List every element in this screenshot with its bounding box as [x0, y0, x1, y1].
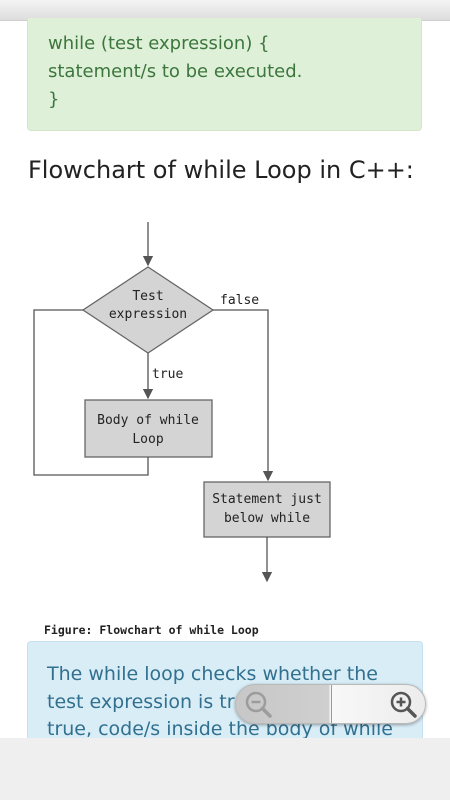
statement-label: below while — [224, 511, 310, 526]
loop-body-box — [84, 399, 213, 458]
zoom-out-icon — [245, 691, 272, 718]
section-heading: Flowchart of while Loop in C++: — [28, 156, 414, 184]
statement-label: Statement just — [212, 492, 322, 507]
zoom-in-icon — [390, 691, 417, 718]
loop-back-line — [33, 309, 149, 476]
statement-box — [203, 481, 331, 538]
code-line: while (test expression) { — [48, 33, 270, 54]
body-label: Body of while — [97, 413, 199, 428]
decision-label: Test — [132, 289, 163, 304]
false-branch-line — [213, 309, 274, 482]
code-block: while (test expression) { statement/s to… — [27, 18, 422, 131]
body-label: Loop — [132, 432, 163, 447]
flowchart-figure: Test expression false true Body of while… — [30, 210, 340, 642]
code-line: statement/s to be executed. — [48, 61, 303, 82]
zoom-out-icon[interactable] — [243, 689, 273, 719]
zoom-divider — [331, 685, 332, 723]
decision-label: expression — [109, 307, 187, 322]
figure-caption: Figure: Flowchart of while Loop — [44, 623, 259, 637]
zoom-in-icon[interactable] — [388, 689, 418, 719]
true-label: true — [152, 367, 183, 382]
zoom-controls — [235, 684, 426, 724]
false-label: false — [220, 293, 259, 308]
bottom-blank-area — [0, 738, 450, 800]
code-line: } — [48, 89, 60, 110]
flowchart-diagram: Test expression false true Body of while… — [33, 222, 331, 637]
